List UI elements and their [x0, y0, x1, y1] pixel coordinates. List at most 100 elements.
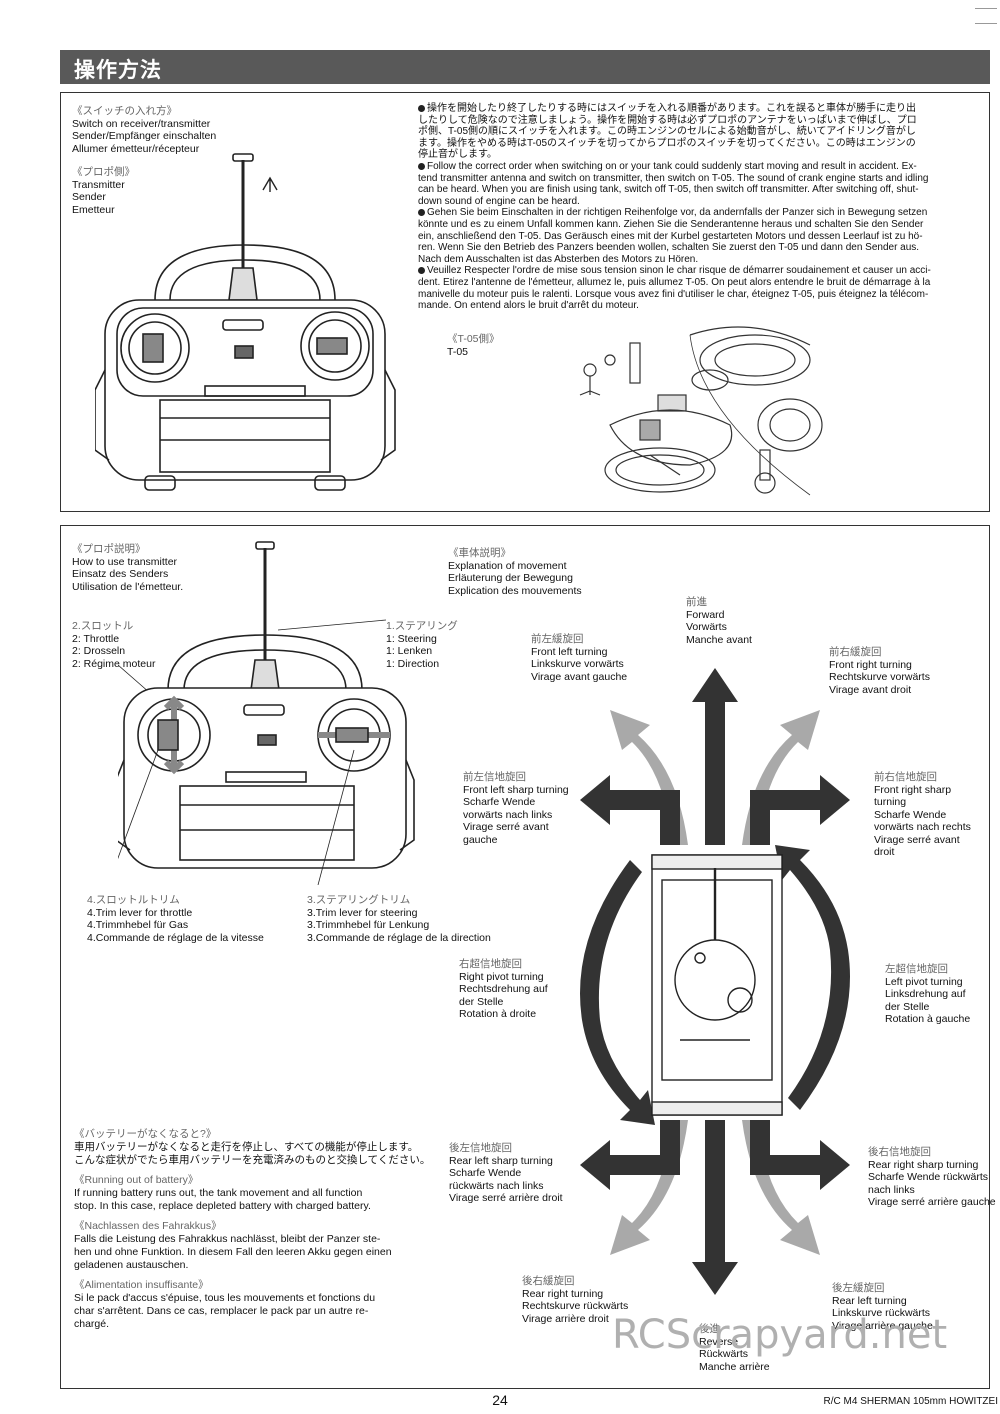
right-pivot-line: Right pivot turning: [459, 970, 544, 983]
left-pivot-line: Rotation à gauche: [885, 1013, 971, 1025]
rear-right-sharp-line: Scharfe Wende rückwärts: [868, 1171, 989, 1183]
battery-jp-line: こんな症状がでたら車用バッテリーを充電済みのものと交換してください。: [74, 1154, 431, 1166]
switch-heading: 《スイッチの入れ方》 Switch on receiver/transmitte…: [72, 105, 216, 155]
jp-para-line: ます。操作をやめる時はT-05のスイッチを切ってからプロポのスイッチを切ってくだ…: [418, 137, 916, 149]
forward-line: Manche avant: [686, 633, 752, 646]
battery-en-heading: 《Running out of battery》: [74, 1174, 199, 1186]
front-right-jp: 前右緩旋回: [829, 646, 882, 658]
rear-left-sharp-line: Scharfe Wende: [449, 1167, 522, 1179]
right-pivot-arrow: [580, 860, 655, 1125]
section-header-bar: 操作方法: [60, 50, 990, 84]
front-right-line: Front right turning: [829, 658, 912, 671]
throttle-trim-line: 4.Trimmhebel für Gas: [87, 919, 189, 931]
transmitter-heading-line: Utilisation de l'émetteur.: [72, 580, 184, 593]
forward-label: 前進 Forward Vorwärts Manche avant: [686, 596, 752, 646]
switch-line: Sender/Empfänger einschalten: [72, 130, 217, 142]
battery-fr-line: char s'arrêtent. Dans ce cas, remplacer …: [74, 1305, 369, 1317]
forward-jp: 前進: [686, 596, 707, 608]
throttle-trim-line: 4.Commande de réglage de la vitesse: [87, 931, 264, 944]
steering-trim-line: 3.Trimmhebel für Lenkung: [307, 919, 430, 931]
battery-jp-heading: 《バッテリーがなくなると?》: [74, 1128, 217, 1140]
tank-top-view: [651, 854, 783, 1116]
jp-para-line: 停止音がします。: [418, 149, 497, 161]
de-para-line: ren. Wenn Sie den Betrieb des Panzers be…: [418, 242, 920, 254]
movement-heading: 《車体説明》 Explanation of movement Erläuteru…: [448, 547, 582, 597]
front-left-line: Linkskurve vorwärts: [531, 658, 624, 670]
forward-line: Forward: [686, 608, 725, 621]
fr-para-line: manivelle du moteur puis le ralenti. Lor…: [418, 288, 929, 300]
front-left-sharp-line: Front left sharp turning: [463, 783, 569, 796]
left-pivot-line: der Stelle: [885, 1000, 930, 1013]
left-pivot-line: Linksdrehung auf: [885, 988, 966, 1000]
front-right-sharp-line: droit: [874, 846, 895, 858]
bullet-icon: [418, 209, 425, 217]
battery-de-line: hen und ohne Funktion. In diesem Fall de…: [74, 1246, 392, 1258]
reverse-line: Reverse: [699, 1335, 739, 1348]
throttle-line: 2: Régime moteur: [72, 657, 156, 670]
throttle-line: 2: Drosseln: [72, 645, 126, 657]
rear-right-line: Rechtskurve rückwärts: [522, 1300, 629, 1312]
reverse-arrow: [692, 1120, 738, 1295]
front-right-sharp-label: 前右信地旋回 Front right sharp turning Scharfe…: [874, 771, 971, 859]
transmitter-heading: 《プロポ説明》 How to use transmitter Einsatz d…: [72, 543, 183, 593]
battery-de-line: geladenen austauschen.: [74, 1259, 189, 1271]
bottom-frame: [60, 525, 990, 1389]
right-pivot-label: 右超信地旋回 Right pivot turning Rechtsdrehung…: [459, 958, 548, 1021]
switch-line: Allumer émetteur/récepteur: [72, 142, 200, 155]
battery-jp-line: 車用バッテリーがなくなると走行を停止し、すべての機能が停止します。: [74, 1141, 419, 1153]
steering-trim-jp: 3.ステアリングトリム: [307, 894, 411, 906]
propo-line: Transmitter: [72, 178, 125, 191]
battery-fr-line: chargé.: [74, 1318, 110, 1330]
transmitter-illustration-top: [95, 153, 396, 491]
front-left-sharp-jp: 前左信地旋回: [463, 771, 526, 783]
de-para-line: Nach dem Ausschalten ist das Absterben d…: [418, 253, 699, 265]
right-pivot-line: der Stelle: [459, 995, 504, 1008]
rear-left-sharp-jp: 後左信地旋回: [449, 1142, 512, 1154]
top-frame: [60, 92, 990, 512]
propo-line: Sender: [72, 191, 106, 203]
de-para-line: könnte und es zu einem Unfall kommen kan…: [418, 218, 924, 230]
rear-right-sharp-label: 後右信地旋回 Rear right sharp turning Scharfe …: [868, 1146, 996, 1209]
fr-para-line: Veuillez Respecter l'ordre de mise sous …: [427, 265, 931, 277]
steering-line: 1: Direction: [386, 657, 440, 670]
movement-heading-jp: 《車体説明》: [448, 547, 511, 559]
rear-left-label: 後左緩旋回 Rear left turning Linkskurve rückw…: [832, 1282, 933, 1332]
front-left-sharp-line: Scharfe Wende: [463, 796, 536, 808]
bullet-icon: [418, 162, 425, 170]
front-right-sharp-line: Scharfe Wende: [874, 808, 947, 821]
jp-para-line: ポ側、T-05側の順にスイッチを入れます。この時エンジンのセルによる始動音がし、…: [418, 126, 916, 138]
front-right-sharp-arrow: [750, 775, 850, 845]
front-right-sharp-line: Front right sharp: [874, 783, 952, 796]
rear-right-sharp-jp: 後右信地旋回: [868, 1146, 931, 1158]
rear-right-sharp-line: Virage serré arrière gauche: [868, 1196, 996, 1208]
rear-left-jp: 後左緩旋回: [832, 1282, 885, 1294]
en-para-line: can be heard. When you are finish using …: [418, 184, 919, 196]
throttle-trim-line: 4.Trim lever for throttle: [87, 906, 193, 919]
left-pivot-arrow: [775, 845, 850, 1110]
battery-de-heading: 《Nachlassen des Fahrakkus》: [74, 1220, 222, 1232]
transmitter-heading-line: Einsatz des Senders: [72, 568, 169, 580]
movement-heading-line: Explanation of movement: [448, 559, 567, 572]
rear-right-sharp-arrow: [580, 1120, 680, 1190]
model-name: R/C M4 SHERMAN 105mm HOWITZEI: [823, 1396, 998, 1407]
battery-fr-line: Si le pack d'accus s'épuise, tous les mo…: [74, 1292, 376, 1304]
rear-left-sharp-label: 後左信地旋回 Rear left sharp turning Scharfe W…: [449, 1142, 563, 1205]
en-para-line: tend transmitter antenna and switch on t…: [418, 172, 929, 184]
steering-trim-line: 3.Trim lever for steering: [307, 906, 418, 919]
rear-right-label: 後右緩旋回 Rear right turning Rechtskurve rüc…: [522, 1275, 628, 1325]
battery-de-line: Falls die Leistung des Fahrakkus nachläs…: [74, 1233, 381, 1245]
de-para-line: Gehen Sie beim Einschalten in der richti…: [427, 207, 928, 219]
t05-label-jp: 《T-05側》: [447, 333, 500, 345]
bullet-icon: [418, 104, 425, 112]
switch-line: Switch on receiver/transmitter: [72, 117, 211, 130]
switch-heading-jp: 《スイッチの入れ方》: [72, 105, 177, 117]
front-right-line: Virage avant droit: [829, 683, 912, 696]
movement-heading-line: Explication des mouvements: [448, 584, 582, 597]
throttle-trim-label: 4.スロットルトリム 4.Trim lever for throttle 4.T…: [87, 894, 264, 944]
propo-line: Emetteur: [72, 203, 115, 216]
bullet-icon: [418, 267, 425, 275]
steering-trim-line: 3.Commande de réglage de la direction: [307, 931, 491, 944]
battery-en-line: If running battery runs out, the tank mo…: [74, 1187, 363, 1199]
front-left-jp: 前左緩旋回: [531, 633, 584, 645]
front-left-sharp-line: gauche: [463, 833, 498, 846]
